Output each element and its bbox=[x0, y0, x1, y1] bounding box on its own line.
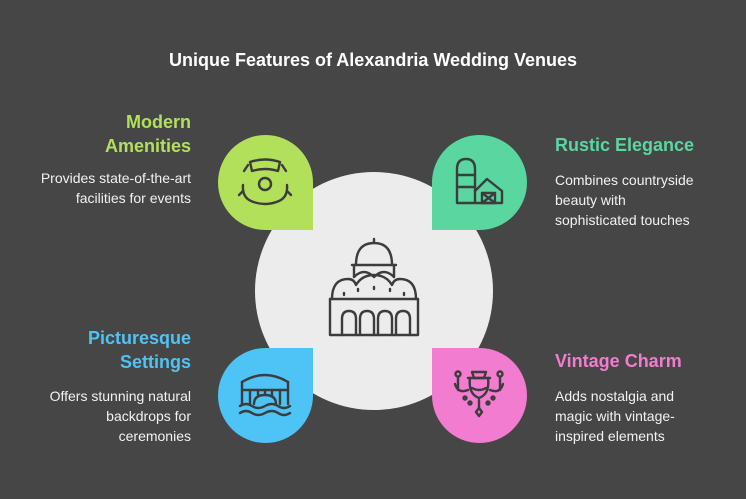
picturesque-settings-heading: Picturesque Settings bbox=[40, 326, 191, 374]
rustic-elegance-heading: Rustic Elegance bbox=[555, 135, 695, 155]
picturesque-desc-line3: ceremonies bbox=[118, 428, 191, 444]
picturesque-heading-line2: Settings bbox=[119, 352, 191, 372]
rustic-desc-line2: beauty with bbox=[555, 192, 626, 208]
vintage-desc-line2: magic with vintage- bbox=[555, 408, 675, 424]
modern-heading-line2: Amenities bbox=[104, 136, 191, 156]
vintage-desc-line3: inspired elements bbox=[555, 428, 665, 444]
modern-amenities-petal bbox=[218, 135, 313, 230]
modern-desc-line1: Provides state-of-the-art bbox=[40, 170, 191, 186]
modern-amenities-desc: Provides state-of-the-art facilities for… bbox=[10, 168, 191, 208]
vintage-charm-heading: Vintage Charm bbox=[555, 351, 682, 371]
domed-building-icon bbox=[328, 237, 420, 337]
bridge-water-icon bbox=[238, 373, 292, 417]
stage-icon bbox=[237, 158, 293, 206]
rustic-elegance-desc: Combines countryside beauty with sophist… bbox=[555, 170, 735, 230]
vintage-charm-petal bbox=[432, 348, 527, 443]
page-title: Unique Features of Alexandria Wedding Ve… bbox=[168, 50, 578, 70]
modern-desc-line2: facilities for events bbox=[75, 190, 191, 206]
modern-amenities-heading: Modern Amenities bbox=[40, 110, 191, 158]
vintage-charm-desc: Adds nostalgia and magic with vintage- i… bbox=[555, 386, 735, 446]
rustic-desc-line1: Combines countryside bbox=[555, 172, 694, 188]
rustic-elegance-petal bbox=[432, 135, 527, 230]
modern-heading-line1: Modern bbox=[126, 112, 191, 132]
picturesque-settings-desc: Offers stunning natural backdrops for ce… bbox=[10, 386, 191, 446]
picturesque-heading-line1: Picturesque bbox=[87, 328, 191, 348]
rustic-desc-line3: sophisticated touches bbox=[555, 212, 690, 228]
picturesque-desc-line2: backdrops for bbox=[106, 408, 191, 424]
vintage-desc-line1: Adds nostalgia and bbox=[555, 388, 675, 404]
chandelier-icon bbox=[453, 370, 505, 418]
picturesque-settings-petal bbox=[218, 348, 313, 443]
barn-silo-icon bbox=[455, 157, 504, 205]
picturesque-desc-line1: Offers stunning natural bbox=[49, 388, 191, 404]
